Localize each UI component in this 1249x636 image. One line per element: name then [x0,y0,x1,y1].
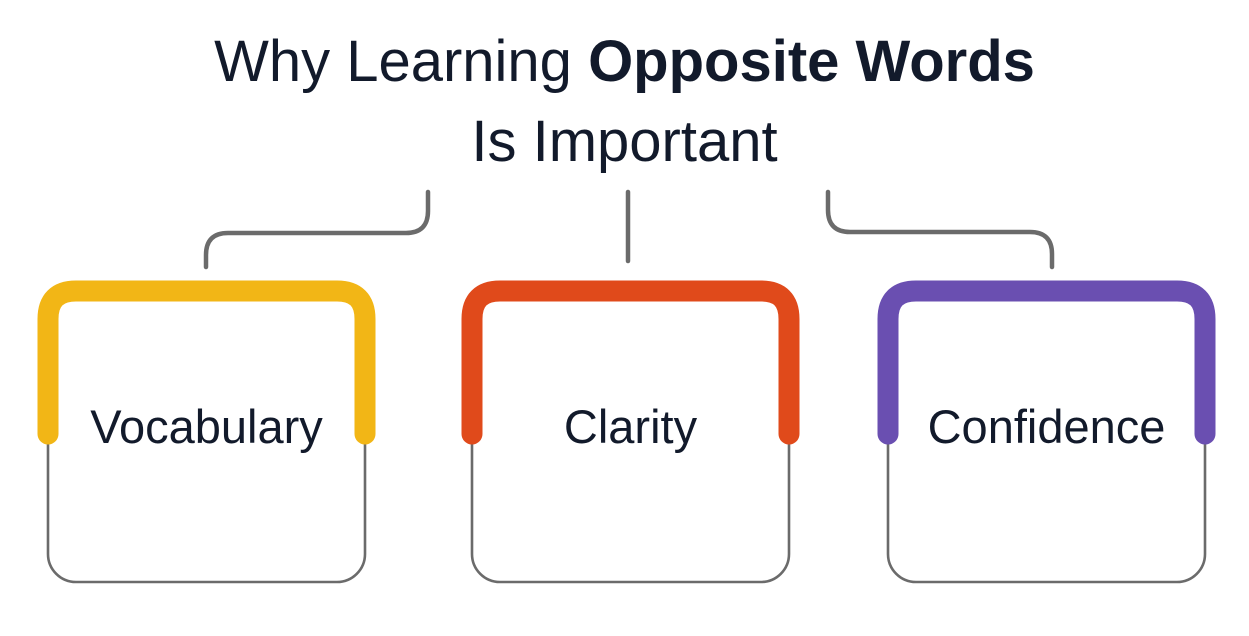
card-clarity-frame [461,280,800,584]
card-accent-bracket [877,280,1216,445]
card-accent-bracket [37,280,376,445]
card-confidence: Confidence [877,280,1216,584]
diagram-title: Why Learning Opposite Words Is Important [0,22,1249,182]
connector-right [825,189,1055,270]
card-label-wrap: Vocabulary [48,291,365,582]
card-vocabulary: Vocabulary [37,280,376,584]
card-vocabulary-frame [37,280,376,584]
card-accent-bracket [461,280,800,445]
connector-left [203,189,431,270]
title-line1-regular: Why Learning [214,29,589,94]
card-label-wrap: Confidence [888,291,1205,582]
card-clarity: Clarity [461,280,800,584]
card-vocabulary-label: Vocabulary [90,400,323,453]
card-confidence-label: Confidence [927,400,1166,453]
title-line-1: Why Learning Opposite Words [0,22,1249,102]
title-line-2: Is Important [471,109,778,174]
title-line1-bold: Opposite Words [588,29,1035,94]
card-label-wrap: Clarity [472,291,789,582]
card-confidence-frame [877,280,1216,584]
card-clarity-label: Clarity [563,400,698,453]
